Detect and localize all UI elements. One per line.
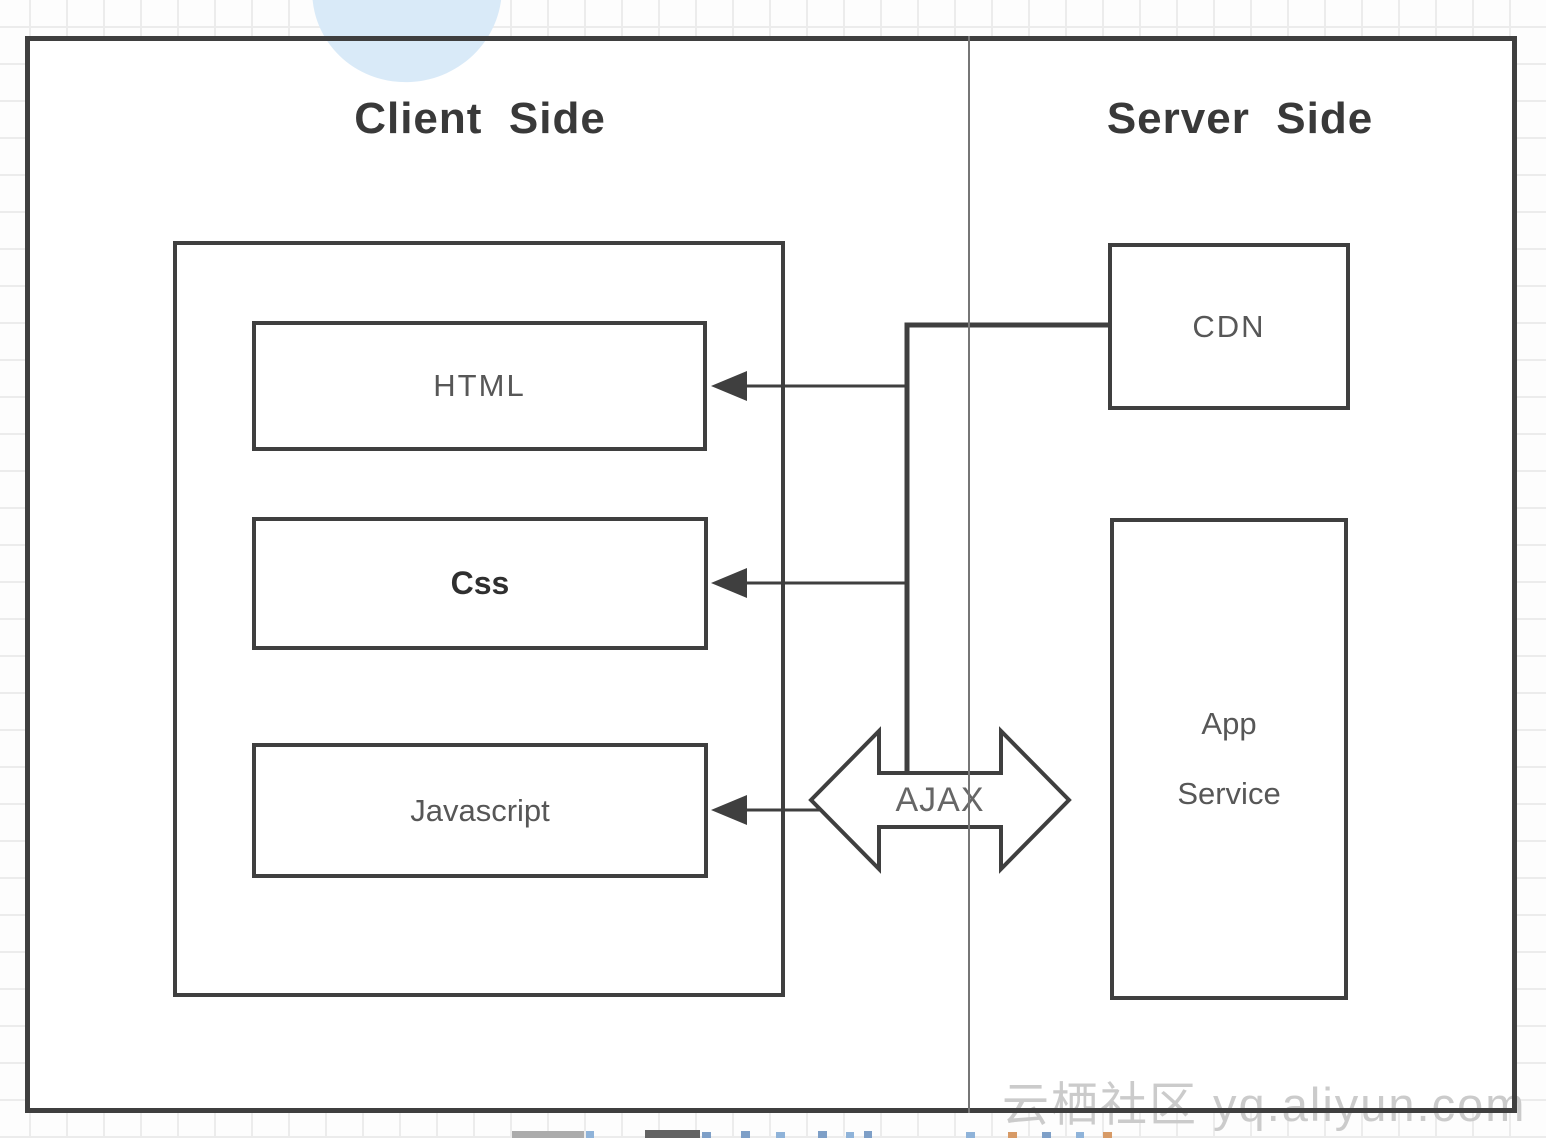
client-group-box — [173, 241, 785, 997]
side-divider-line — [968, 36, 970, 1113]
caption-fragment — [645, 1130, 700, 1138]
caption-fragment — [702, 1132, 711, 1138]
cdn-box: CDN — [1108, 243, 1350, 410]
html-box: HTML — [252, 321, 707, 451]
caption-fragment — [1008, 1132, 1017, 1138]
app-service-label-line2: Service — [1177, 776, 1281, 811]
caption-fragment — [1042, 1132, 1051, 1138]
html-box-label: HTML — [433, 368, 526, 403]
app-service-label-line1: App — [1201, 706, 1257, 741]
caption-fragment — [966, 1132, 975, 1138]
caption-fragment — [512, 1131, 584, 1138]
cdn-box-label: CDN — [1192, 308, 1266, 344]
ajax-label: AJAX — [895, 780, 985, 819]
caption-fragment — [741, 1131, 750, 1138]
watermark-text: 云栖社区 yq.aliyun.com — [1002, 1078, 1527, 1131]
caption-fragment — [776, 1132, 785, 1138]
server-side-title: Server Side — [1106, 94, 1374, 143]
client-side-title: Client Side — [354, 94, 606, 143]
caption-fragment — [864, 1131, 872, 1138]
caption-fragment — [1076, 1132, 1084, 1138]
javascript-box-label: Javascript — [410, 792, 550, 828]
caption-fragment — [586, 1131, 594, 1138]
css-box-label: Css — [450, 565, 510, 601]
app-service-box: App Service — [1110, 518, 1348, 1000]
javascript-box: Javascript — [252, 743, 708, 878]
caption-fragment — [1103, 1132, 1112, 1138]
css-box: Css — [252, 517, 708, 650]
caption-fragment — [818, 1131, 827, 1138]
caption-fragment — [846, 1132, 854, 1138]
outer-frame-border — [25, 36, 1517, 1113]
